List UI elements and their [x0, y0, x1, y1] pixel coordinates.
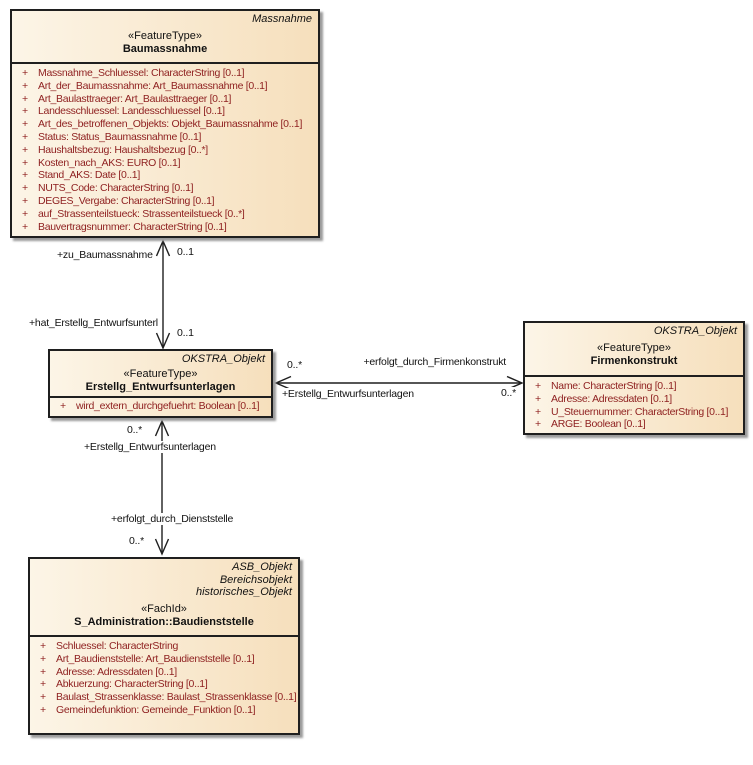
attribute-row: +U_Steuernummer: CharacterString [0..1] — [535, 405, 729, 418]
tag-label: Bereichsobjekt — [219, 573, 292, 586]
tag-label: historisches_Objekt — [196, 586, 292, 598]
class-name: Firmenkonstrukt — [590, 354, 678, 367]
attribute-compartment: +Name: CharacterString [0..1]+Adresse: A… — [525, 375, 743, 433]
attribute-row: +auf_Strassenteilstueck: Strassenteilstu… — [22, 207, 245, 220]
attribute-row: +Adresse: Adressdaten [0..1] — [40, 665, 177, 678]
attribute-row: +Landesschluessel: Landesschluessel [0..… — [22, 105, 225, 118]
attribute-row: +Art_Baudienststelle: Art_Baudienststell… — [40, 652, 255, 665]
attribute-row: +Abkuerzung: CharacterString [0..1] — [40, 678, 208, 691]
attribute-row: +Baulast_Strassenklasse: Baulast_Strasse… — [40, 691, 297, 704]
parent-tags: Massnahme — [18, 13, 312, 26]
attribute-row: +ARGE: Boolean [0..1] — [535, 418, 646, 431]
attribute-row: +Art_Baulasttraeger: Art_Baulasttraeger … — [22, 92, 232, 105]
tag-label: OKSTRA_Objekt — [653, 325, 737, 337]
attribute-compartment: +wird_extern_durchgefuehrt: Boolean [0..… — [50, 396, 271, 416]
class-header: OKSTRA_Objekt «FeatureType» Erstellg_Ent… — [50, 351, 271, 396]
class-name: Baumassnahme — [122, 42, 208, 55]
role-label-erstellg-entwurfsunterlagen: +Erstellg_Entwurfsunterlagen — [83, 441, 217, 453]
attribute-row: +Schluessel: CharacterString — [40, 640, 179, 652]
multiplicity-label: 0..* — [126, 424, 143, 436]
multiplicity-label: 0..1 — [176, 246, 195, 258]
attribute-compartment: +Massnahme_Schluessel: CharacterString [… — [12, 62, 318, 236]
arrowhead-up-icon — [155, 239, 171, 257]
multiplicity-label: 0..* — [286, 359, 303, 371]
attribute-row: +Name: CharacterString [0..1] — [535, 380, 677, 392]
multiplicity-label: 0..1 — [176, 327, 195, 339]
class-firmenkonstrukt[interactable]: OKSTRA_Objekt «FeatureType» Firmenkonstr… — [523, 321, 745, 435]
role-label-erstellg-entwurfsunterlagen: +Erstellg_Entwurfsunterlagen — [281, 388, 415, 400]
multiplicity-label: 0..* — [500, 387, 517, 399]
parent-tags: OKSTRA_Objekt — [56, 353, 265, 366]
arrowhead-down-icon — [154, 538, 170, 556]
parent-tags: OKSTRA_Objekt — [531, 325, 737, 338]
tag-label: Massnahme — [252, 13, 312, 25]
attribute-row: +wird_extern_durchgefuehrt: Boolean [0..… — [60, 400, 260, 412]
role-label-erfolgt-durch-firmenkonstrukt: +erfolgt_durch_Firmenkonstrukt — [362, 356, 507, 368]
tag-label: ASB_Objekt — [232, 561, 292, 573]
attribute-row: +Haushaltsbezug: Haushaltsbezug [0..*] — [22, 143, 208, 156]
attribute-row: +Kosten_nach_AKS: EURO [0..1] — [22, 156, 181, 169]
arrowhead-up-icon — [154, 419, 170, 437]
class-name: S_Administration::Baudienststelle — [74, 615, 254, 628]
attribute-row: +Art_der_Baumassnahme: Art_Baumassnahme … — [22, 79, 268, 92]
attribute-row: +Art_des_betroffenen_Objekts: Objekt_Bau… — [22, 118, 303, 131]
stereotype-label: «FeatureType» — [123, 367, 198, 380]
attribute-row: +Massnahme_Schluessel: CharacterString [… — [22, 67, 245, 79]
stereotype-label: «FeatureType» — [128, 29, 202, 42]
class-header: OKSTRA_Objekt «FeatureType» Firmenkonstr… — [525, 323, 743, 375]
class-header: Massnahme «FeatureType» Baumassnahme — [12, 11, 318, 62]
class-name: Erstellg_Entwurfsunterlagen — [85, 380, 236, 393]
attribute-compartment: +Schluessel: CharacterString+Art_Baudien… — [30, 635, 298, 733]
attribute-row: +NUTS_Code: CharacterString [0..1] — [22, 182, 194, 195]
stereotype-label: «FachId» — [141, 602, 187, 615]
attribute-row: +DEGES_Vergabe: CharacterString [0..1] — [22, 194, 215, 207]
multiplicity-label: 0..* — [128, 535, 145, 547]
role-label-hat-erstellg-entwurfsunterl: +hat_Erstellg_Entwurfsunterl — [28, 317, 159, 329]
class-erstellg-entwurfsunterlagen[interactable]: OKSTRA_Objekt «FeatureType» Erstellg_Ent… — [48, 349, 273, 418]
attribute-row: +Adresse: Adressdaten [0..1] — [535, 392, 672, 405]
attribute-row: +Status: Status_Baumassnahme [0..1] — [22, 130, 202, 143]
attribute-row: +Gemeindefunktion: Gemeinde_Funktion [0.… — [40, 703, 256, 716]
attribute-row: +Bauvertragsnummer: CharacterString [0..… — [22, 220, 227, 233]
class-baumassnahme[interactable]: Massnahme «FeatureType» Baumassnahme +Ma… — [10, 9, 320, 238]
arrowhead-down-icon — [155, 332, 171, 350]
tag-label: OKSTRA_Objekt — [181, 353, 265, 365]
stereotype-label: «FeatureType» — [597, 341, 671, 354]
role-label-erfolgt-durch-dienststelle: +erfolgt_durch_Dienststelle — [110, 513, 235, 525]
attribute-row: +Stand_AKS: Date [0..1] — [22, 169, 140, 182]
role-label-zu-baumassnahme: +zu_Baumassnahme — [56, 249, 154, 261]
